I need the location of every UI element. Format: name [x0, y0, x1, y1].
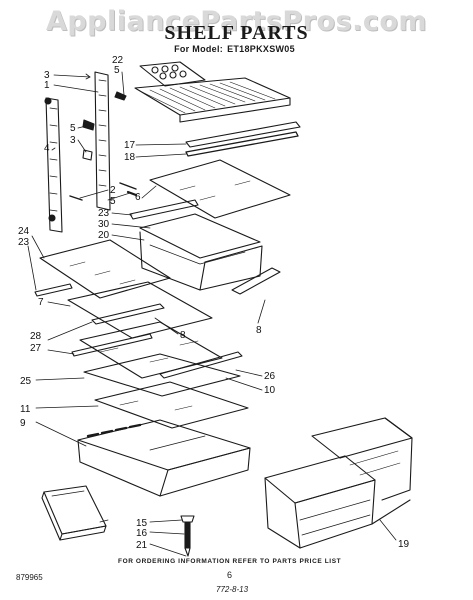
- utility-bin: [41, 485, 107, 541]
- callout-9: 9: [20, 418, 26, 429]
- callout-30: 30: [98, 219, 110, 230]
- callout-3: 3: [70, 135, 76, 146]
- callout-25: 25: [20, 376, 32, 387]
- callout-3: 3: [44, 70, 50, 81]
- callout-11: 11: [20, 404, 31, 415]
- watermark: AppliancePartsPros.com: [45, 6, 428, 37]
- ordering-note: FOR ORDERING INFORMATION REFER TO PARTS …: [118, 558, 342, 565]
- callout-27: 27: [30, 343, 42, 354]
- model-line: For Model:ET18PKXSW05: [0, 44, 473, 54]
- page-number: 6: [227, 570, 233, 580]
- callout-19: 19: [398, 539, 410, 550]
- callout-2: 2: [110, 185, 116, 196]
- callout-7: 7: [38, 297, 44, 308]
- glass-shelves-middle: [34, 239, 243, 397]
- model-number: ET18PKXSW05: [227, 44, 295, 54]
- callout-23: 23: [18, 237, 30, 248]
- lower-tray: [77, 381, 251, 497]
- callout-28: 28: [30, 331, 42, 342]
- callout-17: 17: [124, 140, 136, 151]
- callout-23: 23: [98, 208, 110, 219]
- callout-10: 10: [264, 385, 276, 396]
- callout-24: 24: [18, 226, 30, 237]
- callout-21: 21: [136, 540, 148, 551]
- wire-shelf: [134, 61, 301, 157]
- callout-5: 5: [114, 65, 120, 76]
- callout-18: 18: [124, 152, 136, 163]
- callout-15: 15: [136, 518, 148, 529]
- ladder-rails: [44, 71, 138, 233]
- callout-5: 5: [70, 123, 76, 134]
- leveler-post: [180, 515, 195, 557]
- callout-numbers: 3 1 22 5 5 3 4 2 5 17 18 6 23 30 20 24 2…: [18, 55, 410, 551]
- revision-code: 772-8-13: [216, 585, 249, 594]
- callout-8: 8: [256, 325, 262, 336]
- callout-5: 5: [110, 196, 116, 207]
- crisper-drawers: [264, 417, 413, 549]
- callout-16: 16: [136, 528, 148, 539]
- callout-1: 1: [44, 80, 50, 91]
- callout-8: 8: [180, 330, 186, 341]
- callout-4: 4: [44, 143, 50, 154]
- model-label: For Model:: [174, 44, 224, 54]
- crisper-upper: [129, 159, 291, 295]
- page-title: SHELF PARTS: [164, 22, 309, 44]
- leader-lines: [27, 71, 397, 557]
- document-code: 879965: [16, 573, 43, 582]
- callout-26: 26: [264, 371, 276, 382]
- callout-20: 20: [98, 230, 110, 241]
- callout-6: 6: [135, 192, 141, 203]
- callout-22: 22: [112, 55, 124, 66]
